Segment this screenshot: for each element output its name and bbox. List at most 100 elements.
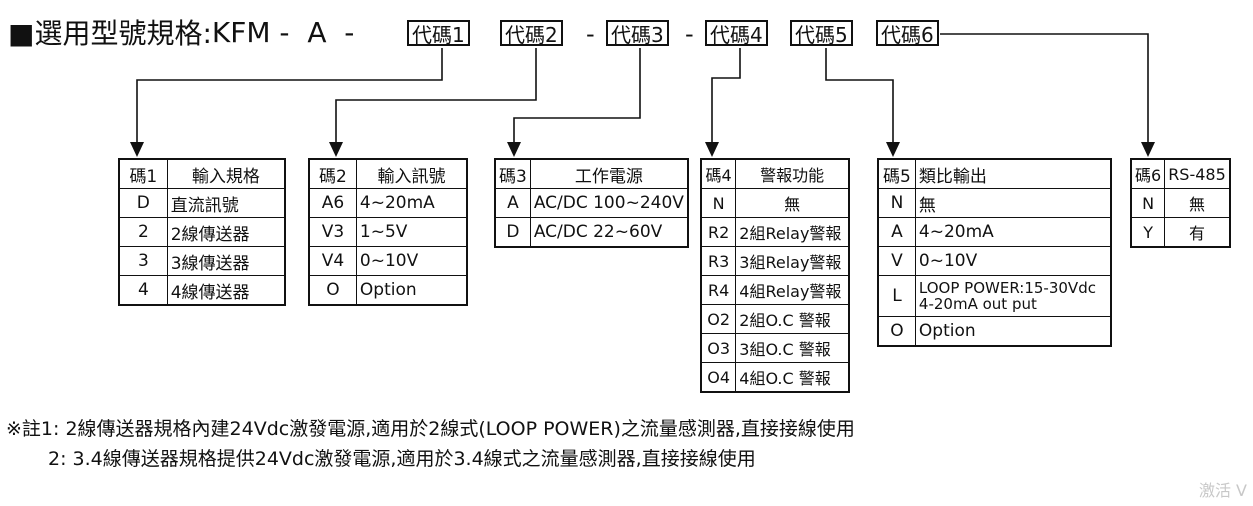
code-box-5: 代碼5 xyxy=(790,20,853,47)
table-header-title: RS-485 xyxy=(1164,158,1231,189)
row-code: V xyxy=(877,246,916,276)
row-code: A xyxy=(877,217,916,247)
row-code: O3 xyxy=(700,333,737,363)
table-header-title: 警報功能 xyxy=(735,158,850,189)
table-header-code: 碼2 xyxy=(308,158,357,189)
row-desc: 3組O.C 警報 xyxy=(735,333,850,363)
row-code: R3 xyxy=(700,246,737,276)
row-desc: 1~5V xyxy=(355,217,468,247)
row-code: V4 xyxy=(308,246,357,276)
table-header-code: 碼5 xyxy=(877,158,916,189)
row-desc: 2組O.C 警報 xyxy=(735,304,850,334)
row-desc: 3組Relay警報 xyxy=(735,246,850,276)
row-code: O2 xyxy=(700,304,737,334)
row-code: A6 xyxy=(308,188,357,218)
row-code: 4 xyxy=(118,275,168,306)
row-desc: AC/DC 100~240V xyxy=(529,188,689,218)
code-box-4: 代碼4 xyxy=(705,20,768,47)
loop-output-line: 4-20mA out put xyxy=(918,295,1037,313)
separator: - xyxy=(586,20,595,48)
table-header-code: 碼1 xyxy=(118,158,168,189)
row-code: N xyxy=(1130,188,1166,218)
title-prefix: ■選用型號規格: xyxy=(8,17,212,50)
row-code: N xyxy=(877,188,916,218)
row-desc: 4線傳送器 xyxy=(166,275,286,306)
row-code: 2 xyxy=(118,217,168,247)
note-1: ※註1: 2線傳送器規格內建24Vdc激發電源,適用於2線式(LOOP POWE… xyxy=(6,418,855,440)
row-desc: 無 xyxy=(914,188,1112,218)
loop-power-line: LOOP POWER:15-30Vdc xyxy=(918,279,1096,297)
row-code: O xyxy=(877,316,916,347)
code-box-2: 代碼2 xyxy=(500,20,563,47)
watermark: 激活 V xyxy=(1198,481,1247,500)
model-prefix: KFM - A - xyxy=(211,15,355,49)
table-header-code: 碼4 xyxy=(700,158,737,189)
row-desc: 3線傳送器 xyxy=(166,246,286,276)
table-header-code: 碼6 xyxy=(1130,158,1166,189)
row-desc: 2線傳送器 xyxy=(166,217,286,247)
row-code: Y xyxy=(1130,217,1166,248)
row-desc: 無 xyxy=(1164,188,1231,218)
row-desc: 有 xyxy=(1164,217,1231,248)
code-box-6: 代碼6 xyxy=(876,20,939,47)
row-desc: 4~20mA xyxy=(914,217,1112,247)
row-desc: AC/DC 22~60V xyxy=(529,217,689,248)
note-2: 2: 3.4線傳送器規格提供24Vdc激發電源,適用於3.4線式之流量感測器,直… xyxy=(48,448,756,470)
row-code: R4 xyxy=(700,275,737,305)
row-code: 3 xyxy=(118,246,168,276)
row-code: N xyxy=(700,188,737,218)
row-desc: 0~10V xyxy=(914,246,1112,276)
table-header-title: 輸入規格 xyxy=(166,158,286,189)
code-box-1: 代碼1 xyxy=(407,20,470,47)
code-box-3: 代碼3 xyxy=(606,20,669,47)
table-header-title: 輸入訊號 xyxy=(355,158,468,189)
separator: - xyxy=(685,20,694,48)
row-code: L xyxy=(877,275,916,317)
row-desc: 無 xyxy=(735,188,850,218)
row-desc: 4組Relay警報 xyxy=(735,275,850,305)
row-code: D xyxy=(118,188,168,218)
row-code: R2 xyxy=(700,217,737,247)
row-desc: 0~10V xyxy=(355,246,468,276)
row-code: V3 xyxy=(308,217,357,247)
row-desc: Option xyxy=(914,316,1112,347)
row-code: D xyxy=(494,217,531,248)
row-desc: 4組O.C 警報 xyxy=(735,362,850,393)
row-code: O4 xyxy=(700,362,737,393)
row-code: A xyxy=(494,188,531,218)
table-header-title: 工作電源 xyxy=(529,158,689,189)
table-header-title: 類比輸出 xyxy=(914,158,1112,189)
table-header-code: 碼3 xyxy=(494,158,531,189)
row-desc: Option xyxy=(355,275,468,306)
